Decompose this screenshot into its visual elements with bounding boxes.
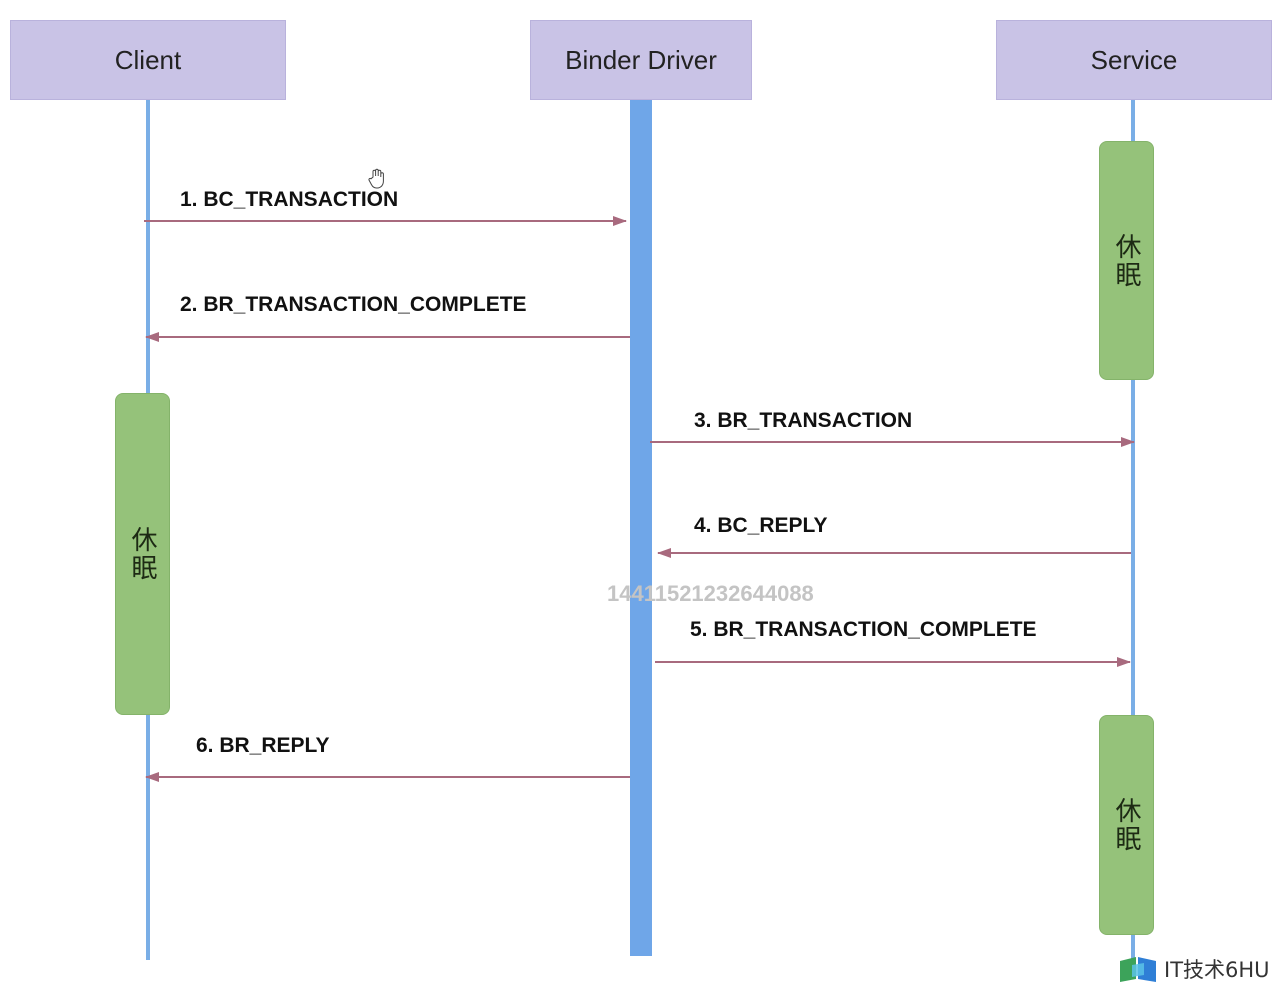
message-label-6: 6. BR_REPLY — [196, 734, 330, 757]
message-label-2: 2. BR_TRANSACTION_COMPLETE — [180, 293, 527, 316]
brand-logo-icon — [1120, 957, 1156, 982]
hand-cursor-icon — [368, 168, 384, 189]
brand-watermark: IT技术6HU — [1118, 953, 1270, 985]
sleep-label: 休眠 — [127, 526, 157, 582]
participant-service: Service — [996, 20, 1272, 100]
message-label-3: 3. BR_TRANSACTION — [694, 409, 913, 432]
sleep-label: 休眠 — [1111, 797, 1141, 853]
participant-service-label: Service — [1090, 44, 1178, 75]
message-label-5: 5. BR_TRANSACTION_COMPLETE — [690, 618, 1037, 641]
client-sleep-block: 休眠 — [115, 393, 170, 715]
message-label-4: 4. BC_REPLY — [694, 514, 828, 537]
participant-client: Client — [10, 20, 286, 100]
participant-binder-driver-label: Binder Driver — [565, 44, 717, 75]
service-sleep-block-2: 休眠 — [1099, 715, 1154, 935]
participant-client-label: Client — [114, 44, 182, 75]
service-sleep-block-1: 休眠 — [1099, 141, 1154, 380]
service-lifeline — [1131, 100, 1135, 960]
brand-text: IT技术6HU — [1164, 958, 1270, 982]
watermark-number: 14411521232644088 — [607, 581, 814, 606]
message-label-1: 1. BC_TRANSACTION — [180, 188, 399, 211]
participant-binder-driver: Binder Driver — [530, 20, 752, 100]
binder-driver-lifeline — [630, 100, 652, 956]
sleep-label: 休眠 — [1111, 232, 1141, 289]
